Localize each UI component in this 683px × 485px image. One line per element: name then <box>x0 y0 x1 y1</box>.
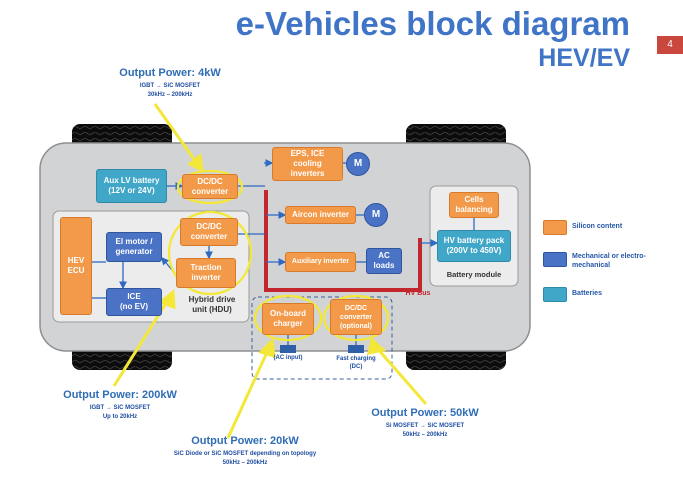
legend-label-batteries: Batteries <box>572 290 602 297</box>
legend-swatch-mechanical <box>543 252 567 267</box>
legend-label-silicon: Silicon content <box>572 223 623 230</box>
hv-battery-block: HV battery pack (200V to 450V) <box>437 230 511 262</box>
el-motor-block: El motor / generator <box>106 232 162 262</box>
slide-title: e-Vehicles block diagram <box>235 5 630 42</box>
legend-swatch-silicon <box>543 220 567 235</box>
annotation-top-line1: IGBT → SiC MOSFET <box>139 83 201 89</box>
fast-charging-label: Fast charging (DC) <box>336 356 376 370</box>
dcdc-mid-block: DC/DC converter <box>180 218 238 246</box>
eps-inverter-block: EPS, ICE cooling inverters <box>272 147 343 181</box>
cells-balancing-block: Cells balancing <box>449 192 499 218</box>
annotation-left-title: Output Power: 200kW <box>63 389 177 401</box>
hev-ecu-block: HEV ECU <box>60 217 92 315</box>
annotation-left-line1: IGBT → SiC MOSFET <box>89 405 151 411</box>
annotation-mid-title: Output Power: 20kW <box>191 435 299 447</box>
motor-aircon: M <box>364 203 388 227</box>
hv-bus-line <box>264 190 422 292</box>
hdu-label: Hybrid drive unit (HDU) <box>188 295 236 314</box>
annotation-top-title: Output Power: 4kW <box>119 67 221 79</box>
aux-battery-block: Aux LV battery (12V or 24V) <box>96 169 167 203</box>
annotation-right-title: Output Power: 50kW <box>371 407 479 419</box>
dcdc-optional-block: DC/DC converter (optional) <box>330 299 382 335</box>
legend-swatch-batteries <box>543 287 567 302</box>
traction-inverter-block: Traction inverter <box>176 258 236 288</box>
annotation-left-line2: Up to 20kHz <box>102 414 138 420</box>
annotation-mid-line1: SiC Diode or SiC MOSFET depending on top… <box>173 451 317 457</box>
ac-input-connector <box>280 345 296 353</box>
battery-module-label: Battery module <box>446 270 502 279</box>
annotation-top-line2: 30kHz – 200kHz <box>147 92 193 98</box>
annotation-right-line1: Si MOSFET → SiC MOSFET <box>385 423 465 429</box>
highlight-onboard-charger <box>253 294 323 342</box>
onboard-charger-block: On-board charger <box>262 303 314 335</box>
ac-loads-block: AC loads <box>366 248 402 274</box>
dc-input-connector <box>348 345 364 353</box>
highlight-dcdc-top <box>176 169 244 205</box>
annotation-mid-line2: 50kHz – 200kHz <box>222 460 268 466</box>
auxiliary-inverter-block: Auxiliary inverter <box>285 252 356 272</box>
hv-bus-label: HV Bus <box>405 290 431 297</box>
slide-subtitle: HEV/EV <box>538 44 630 72</box>
motor-eps: M <box>346 152 370 176</box>
highlight-traction <box>167 210 253 296</box>
aircon-inverter-block: Aircon inverter <box>285 206 356 224</box>
dcdc-top-block: DC/DC converter <box>182 174 238 199</box>
charging-area <box>251 296 393 380</box>
annotation-right-line2: 50kHz – 200kHz <box>402 432 448 438</box>
ice-block: ICE (no EV) <box>106 288 162 316</box>
legend-label-mechanical: Mechanical or electro-mechanical <box>572 253 646 269</box>
ac-input-label: (AC input) <box>273 355 303 361</box>
page-number: 4 <box>657 36 683 54</box>
highlight-dcdc-optional <box>322 294 390 342</box>
